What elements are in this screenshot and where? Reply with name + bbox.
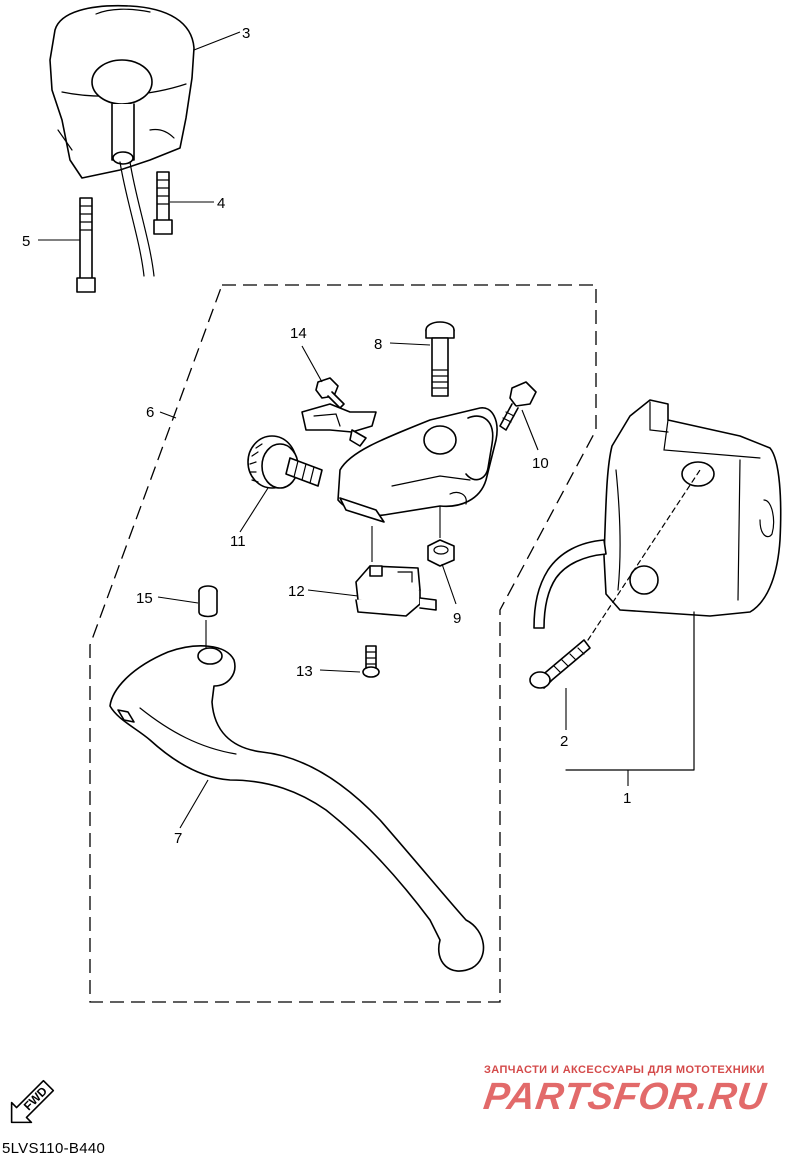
part-7-lever	[109, 645, 485, 972]
callout-5: 5	[22, 233, 30, 250]
part-10-bolt	[499, 381, 537, 431]
leader-lines	[38, 31, 629, 829]
callout-6: 6	[146, 404, 154, 421]
callout-13: 13	[296, 663, 313, 680]
callout-8: 8	[374, 336, 382, 353]
callout-3: 3	[242, 25, 250, 42]
callout-11: 11	[230, 533, 246, 550]
part-12-switch	[355, 565, 437, 617]
callout-14: 14	[290, 325, 307, 342]
watermark-subtitle: ЗАПЧАСТИ И АКСЕССУАРЫ ДЛЯ МОТОТЕХНИКИ	[484, 1064, 765, 1076]
part-13-screw	[362, 645, 380, 678]
part-3-switch-housing	[49, 4, 195, 277]
centerline-master-cylinder	[587, 469, 701, 641]
callout-12: 12	[288, 583, 305, 600]
callout-9: 9	[453, 610, 461, 627]
part-11-adjuster	[247, 435, 323, 489]
callout-4: 4	[217, 195, 225, 212]
watermark-logo: PARTSFOR.RU	[481, 1076, 769, 1118]
callout-7: 7	[174, 830, 182, 847]
callout-2: 2	[560, 733, 568, 750]
callout-1: 1	[623, 790, 631, 807]
part-6-lever-holder	[301, 403, 498, 523]
part-8-pivot-bolt	[425, 321, 455, 397]
part-14-bolt	[315, 377, 345, 409]
part-5-screw	[76, 197, 96, 293]
callout-10: 10	[532, 455, 549, 472]
part-9-nut	[427, 539, 455, 567]
fwd-arrow: FWD	[10, 1079, 55, 1124]
part-4-screw	[153, 171, 173, 235]
part-1-master-cylinder	[533, 399, 782, 771]
diagram-code: 5LVS110-B440	[2, 1140, 106, 1157]
callout-15: 15	[136, 590, 153, 607]
callout-numbers: 1 2 3 4 5 6 7 8 9 10 11 12 13 14 15	[22, 25, 631, 847]
part-2-screw	[529, 639, 591, 689]
part-15-bushing	[198, 585, 218, 618]
